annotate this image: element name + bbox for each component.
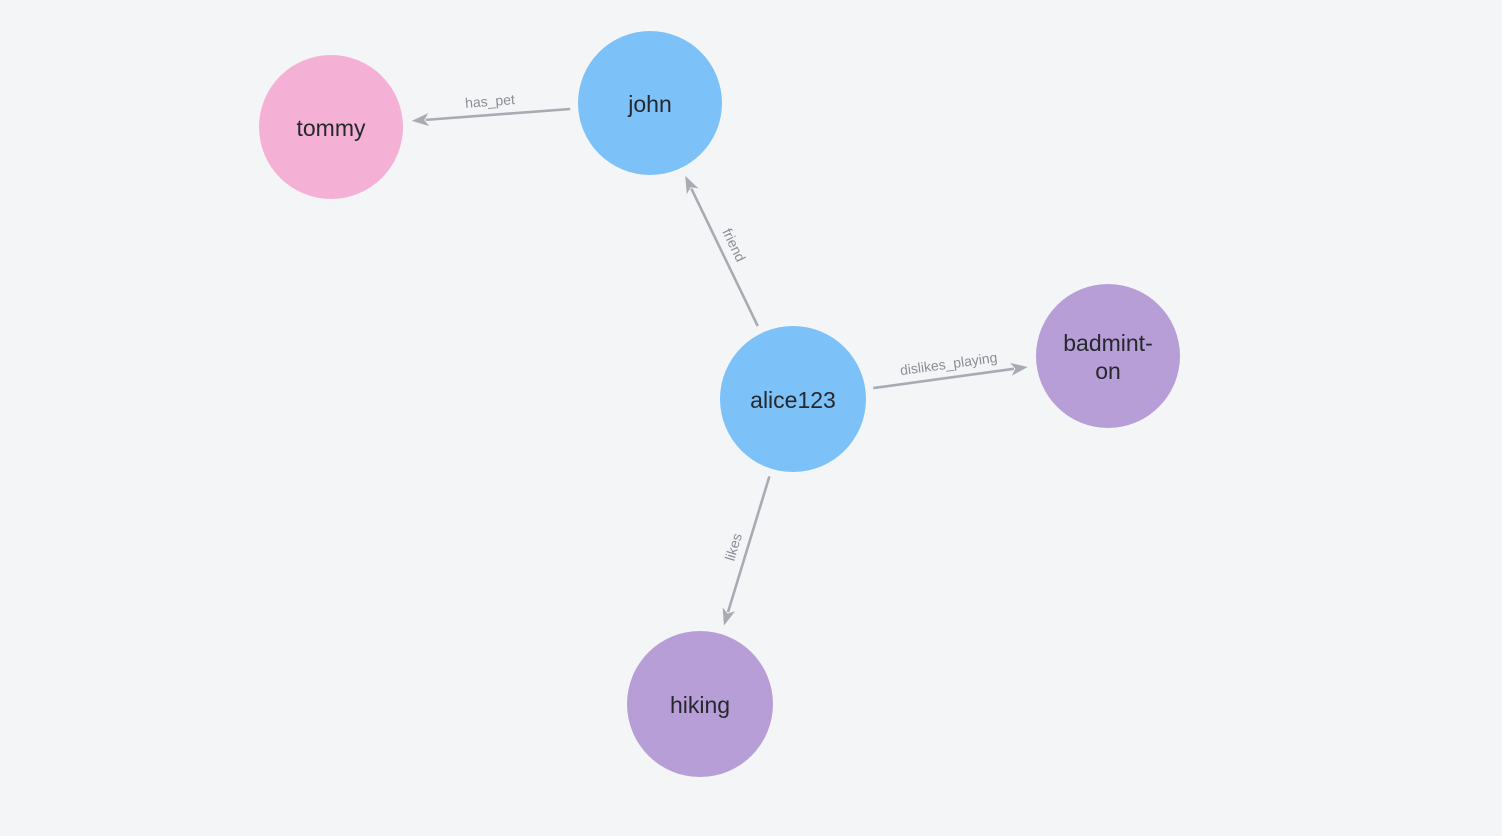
node-label: john bbox=[627, 91, 671, 117]
node-label: alice123 bbox=[750, 387, 836, 413]
graph-node-hiking[interactable]: hiking bbox=[627, 631, 773, 777]
graph-node-john[interactable]: john bbox=[578, 31, 722, 175]
node-circle[interactable] bbox=[720, 326, 866, 472]
node-circle[interactable] bbox=[259, 55, 403, 199]
node-label: hiking bbox=[670, 692, 730, 718]
graph-node-badminton[interactable]: badmint-on bbox=[1036, 284, 1180, 428]
node-circle[interactable] bbox=[1036, 284, 1180, 428]
graph-edge-likes[interactable]: likes bbox=[722, 476, 771, 626]
graph-node-alice123[interactable]: alice123 bbox=[720, 326, 866, 472]
node-label: badmint-on bbox=[1063, 330, 1152, 384]
graph-edge-has_pet[interactable]: has_pet bbox=[411, 91, 571, 127]
edge-label: has_pet bbox=[465, 91, 516, 111]
node-circle[interactable] bbox=[627, 631, 773, 777]
edge-line bbox=[726, 476, 771, 613]
edge-label: likes bbox=[722, 531, 745, 562]
arrowhead-icon bbox=[722, 607, 736, 626]
graph-edge-friend[interactable]: friend bbox=[685, 175, 759, 327]
arrowhead-icon bbox=[1010, 362, 1028, 376]
graph-node-tommy[interactable]: tommy bbox=[259, 55, 403, 199]
graph-edge-dislikes_playing[interactable]: dislikes_playing bbox=[873, 349, 1028, 390]
edge-line bbox=[873, 367, 1015, 390]
edge-line bbox=[690, 187, 759, 327]
arrowhead-icon bbox=[411, 113, 430, 127]
edge-line bbox=[425, 107, 571, 122]
arrowhead-icon bbox=[685, 175, 699, 195]
node-circle[interactable] bbox=[578, 31, 722, 175]
node-label: tommy bbox=[297, 115, 367, 141]
